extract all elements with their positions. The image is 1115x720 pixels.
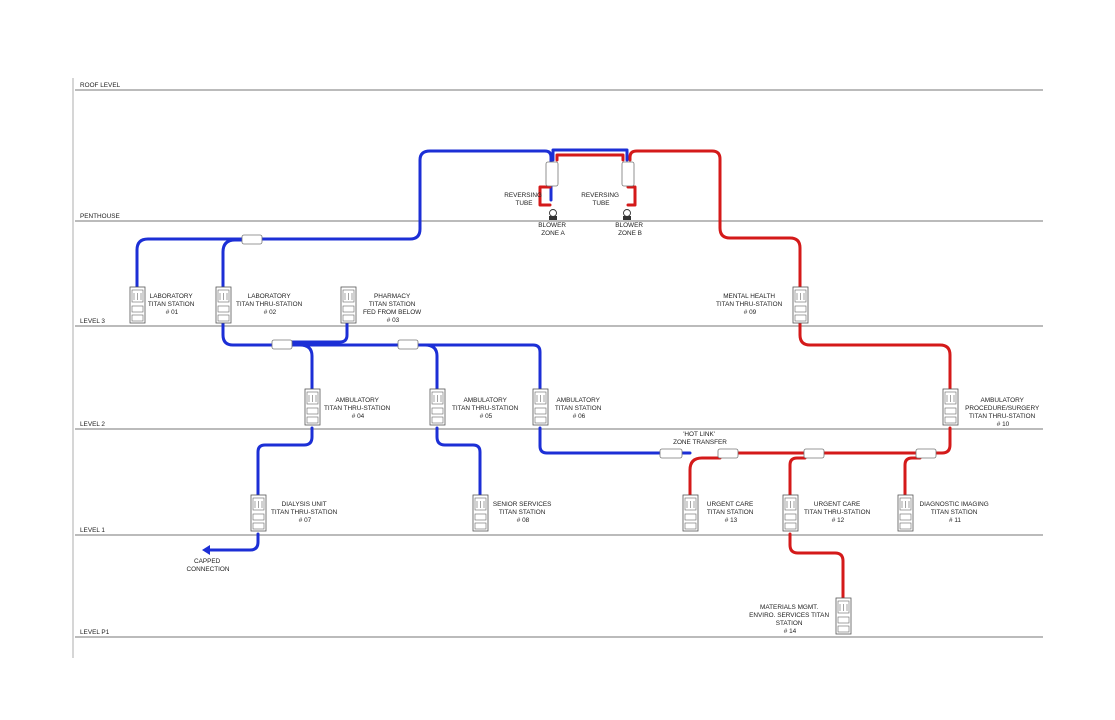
- station-icons: [129, 286, 959, 635]
- station-label-09: MENTAL HEALTH TITAN THRU-STATION # 09: [716, 293, 784, 316]
- station-icon-s05: [429, 388, 446, 426]
- pipe-blue-05-to-08: [435, 426, 482, 500]
- pipe-red-to-station-11: [903, 456, 922, 500]
- coupler-hotlink-b: [717, 448, 739, 459]
- level-lines: [75, 89, 1043, 638]
- station-icon-s13: [682, 494, 699, 532]
- station-icon-s03: [340, 286, 357, 324]
- annotation-blower-zone-a: BLOWER ZONE A: [538, 222, 567, 237]
- pipe-blue-trunk-penthouse: [135, 149, 553, 292]
- pipe-blue-to-station-04: [298, 343, 314, 394]
- pipe-red-to-station-13: [688, 456, 722, 500]
- coupler-level1-d: [915, 448, 937, 459]
- station-label-03: PHARMACY TITAN STATION FED FROM BELOW # …: [363, 293, 423, 324]
- station-icon-s12: [782, 494, 799, 532]
- station-label-01: LABORATORY TITAN STATION # 01: [148, 293, 196, 316]
- level-label-l2: LEVEL 2: [80, 421, 105, 428]
- station-label-12: URGENT CARE TITAN THRU-STATION # 12: [804, 501, 872, 524]
- annotation-hot-link: 'HOT LINK' ZONE TRANSFER: [673, 431, 727, 446]
- coupler-level3-b: [397, 339, 419, 350]
- pipe-blue-capped: [208, 532, 260, 552]
- couplers: [241, 161, 937, 459]
- blower-zone-b-icon: [623, 209, 631, 217]
- coupler-penthouse: [241, 234, 263, 245]
- station-label-05: AMBULATORY TITAN THRU-STATION # 05: [452, 397, 520, 420]
- pipe-blue-to-station-03: [288, 318, 349, 344]
- pipe-blue-06-to-hotlink: [538, 426, 692, 455]
- pipe-blue-level3-header: [221, 316, 542, 394]
- pipe-red-reversing-b: [626, 185, 637, 207]
- annotation-reversing-tube-a: REVERSING TUBE: [504, 192, 543, 207]
- station-label-08: SENIOR SERVICES TITAN STATION # 08: [493, 501, 553, 524]
- diverter-zone-a: [545, 161, 559, 187]
- station-label-06: AMBULATORY TITAN STATION # 06: [555, 397, 603, 420]
- annotation-reversing-tube-b: REVERSING TUBE: [581, 192, 620, 207]
- pipe-red-10-to-level1: [728, 426, 952, 455]
- coupler-level1-c: [803, 448, 825, 459]
- station-icon-s06: [532, 388, 549, 426]
- level-label-l3: LEVEL 3: [80, 318, 105, 325]
- pipe-blue-cross-a-b: [551, 148, 629, 162]
- level-labels: ROOF LEVEL PENTHOUSE LEVEL 3 LEVEL 2 LEV…: [80, 82, 121, 636]
- station-icon-s10: [942, 388, 959, 426]
- level-label-roof: ROOF LEVEL: [80, 82, 121, 89]
- station-icon-s07: [250, 494, 267, 532]
- pipe-red-cross-a-b: [555, 153, 625, 162]
- capped-arrow-icon: [202, 545, 210, 555]
- coupler-hotlink-a: [659, 448, 683, 459]
- station-label-13: URGENT CARE TITAN STATION # 13: [707, 501, 755, 524]
- blower-zone-b-base: [623, 216, 631, 220]
- station-icon-s01: [129, 286, 146, 324]
- pipe-red-trunk-b: [628, 149, 802, 292]
- station-label-02: LABORATORY TITAN THRU-STATION # 02: [236, 293, 304, 316]
- station-label-07: DIALYSIS UNIT TITAN THRU-STATION # 07: [271, 501, 339, 524]
- station-labels: LABORATORY TITAN STATION # 01 LABORATORY…: [148, 293, 1041, 635]
- level-label-penthouse: PENTHOUSE: [80, 213, 120, 220]
- station-icon-s02: [215, 286, 232, 324]
- annotation-capped-connection: CAPPED CONNECTION: [187, 558, 230, 573]
- station-icon-s09: [792, 286, 809, 324]
- station-icon-s14: [835, 597, 852, 635]
- annotation-blower-zone-b: BLOWER ZONE B: [615, 222, 644, 237]
- station-label-10: AMBULATORY PROCEDURE/SURGERY TITAN THRU-…: [965, 397, 1041, 428]
- level-label-p1: LEVEL P1: [80, 629, 110, 636]
- coupler-level3-a: [271, 339, 293, 350]
- pipe-red-09-to-10: [798, 316, 952, 394]
- level-label-l1: LEVEL 1: [80, 527, 105, 534]
- pipe-red-to-station-12: [788, 456, 807, 500]
- annotations: REVERSING TUBE REVERSING TUBE BLOWER ZON…: [187, 192, 728, 573]
- pipe-blue-04-to-07: [256, 426, 314, 500]
- station-icon-s11: [897, 494, 914, 532]
- station-label-14: MATERIALS MGMT. ENVIRO. SERVICES TITAN S…: [749, 604, 831, 635]
- pipe-blue-to-station-02: [221, 238, 254, 292]
- blower-zone-a-base: [549, 216, 557, 220]
- blowers: [549, 209, 631, 220]
- station-label-11: DIAGNOSTIC IMAGING TITAN STATION # 11: [919, 501, 990, 524]
- zone-b-piping: [538, 149, 952, 602]
- station-label-04: AMBULATORY TITAN THRU-STATION # 04: [324, 397, 392, 420]
- diverter-zone-b: [621, 161, 635, 187]
- blower-zone-a-icon: [549, 209, 557, 217]
- pipe-blue-to-station-05: [423, 343, 439, 394]
- station-icon-s08: [472, 494, 489, 532]
- station-icon-s04: [304, 388, 321, 426]
- pipe-red-12-to-14: [788, 532, 845, 602]
- zone-a-piping: [135, 148, 692, 555]
- pipe-red-reversing-a: [538, 185, 552, 207]
